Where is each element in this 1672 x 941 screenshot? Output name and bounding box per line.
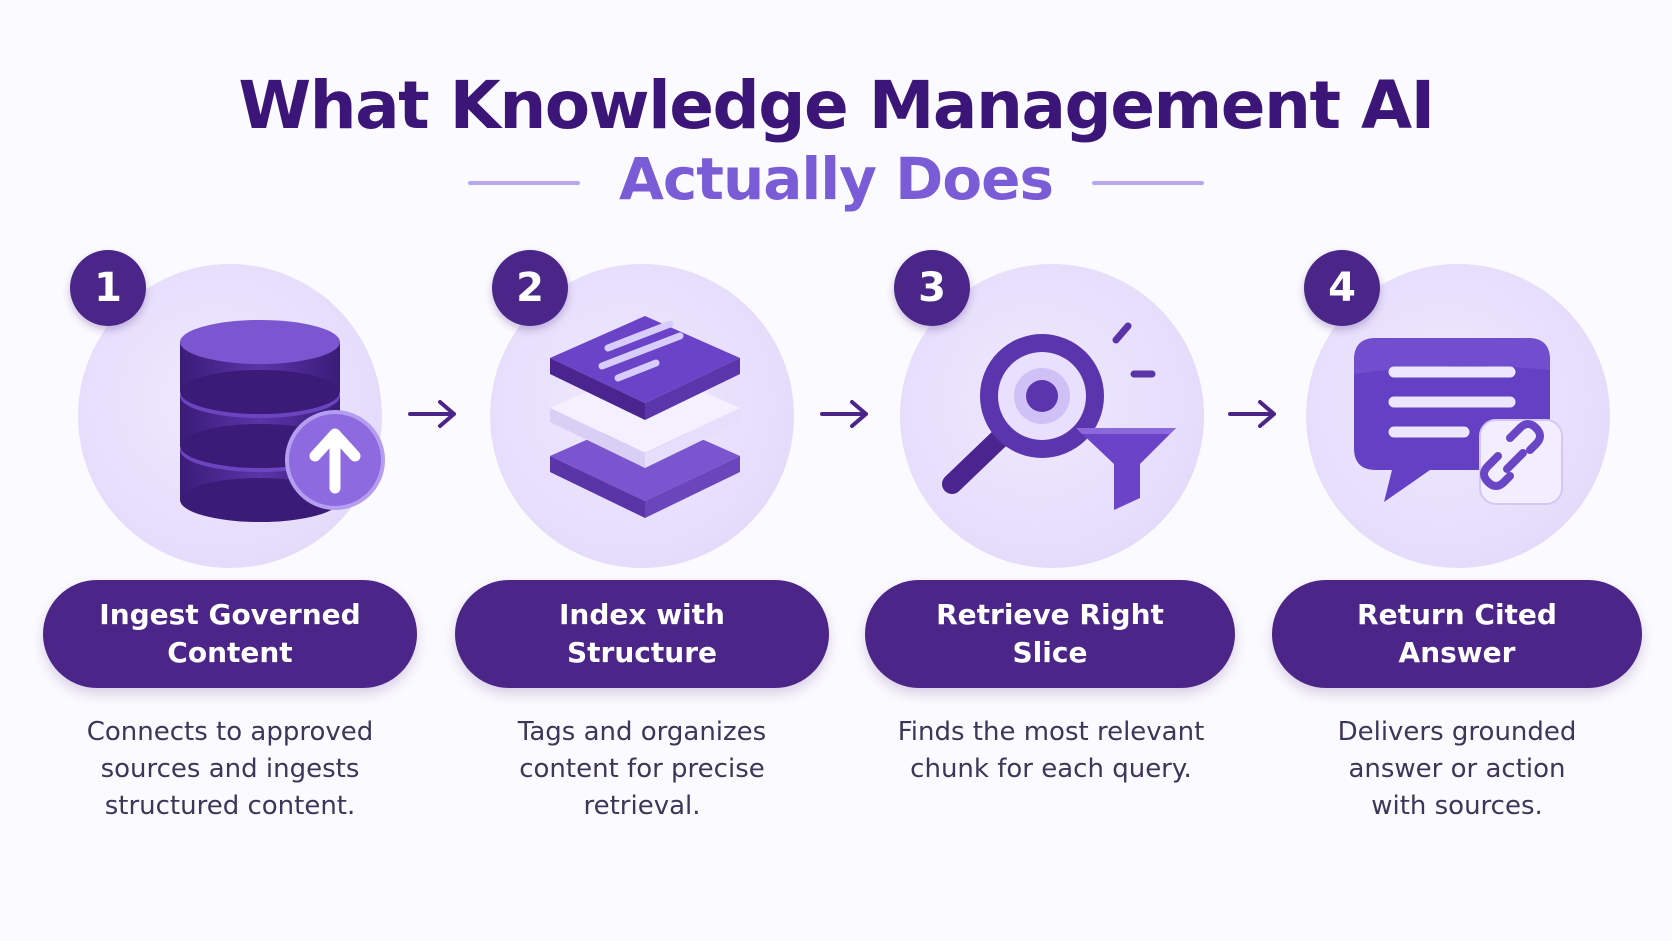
step-3: 3 Retrieve Right Slice Finds the most re… [864,0,1244,941]
search-filter-icon [942,322,1176,510]
chat-link-icon [1354,338,1563,505]
step-1: 1 Ingest Governed Content Connects to ap… [40,0,420,941]
step-2-heading: Index with Structure [455,580,829,688]
step-2-number-badge: 2 [492,250,568,326]
stacked-layers-icon [550,316,740,518]
step-2: 2 Index with Structure Tags and organize… [452,0,832,941]
step-1-description: Connects to approved sources and ingests… [86,717,374,821]
title-line-1: What Knowledge Management AI [238,67,1435,144]
arrow-right-icon [408,400,456,428]
title-line-2: Actually Does [618,145,1054,213]
step-3-description: Finds the most relevant chunk for each q… [897,717,1205,784]
arrow-right-icon [1228,400,1276,428]
step-3-heading: Retrieve Right Slice [865,580,1235,688]
database-upload-icon [180,320,385,522]
step-4-heading: Return Cited Answer [1272,580,1642,688]
arrow-right-icon [820,400,868,428]
step-2-description: Tags and organizes content for precise r… [517,717,767,821]
step-4-heading-text: Return Cited Answer [1357,598,1557,669]
step-3-heading-text: Retrieve Right Slice [936,598,1164,669]
title-divider-right [1092,181,1204,185]
title-divider-left [468,181,580,185]
step-1-heading: Ingest Governed Content [43,580,417,688]
step-4-number-badge: 4 [1304,250,1380,326]
step-1-heading-text: Ingest Governed Content [99,598,361,669]
step-4: 4 Return Cited Answer Delivers grounded … [1272,0,1652,941]
step-3-number-badge: 3 [894,250,970,326]
step-4-description: Delivers grounded answer or action with … [1337,717,1577,821]
step-1-number-badge: 1 [70,250,146,326]
step-2-heading-text: Index with Structure [559,598,725,669]
